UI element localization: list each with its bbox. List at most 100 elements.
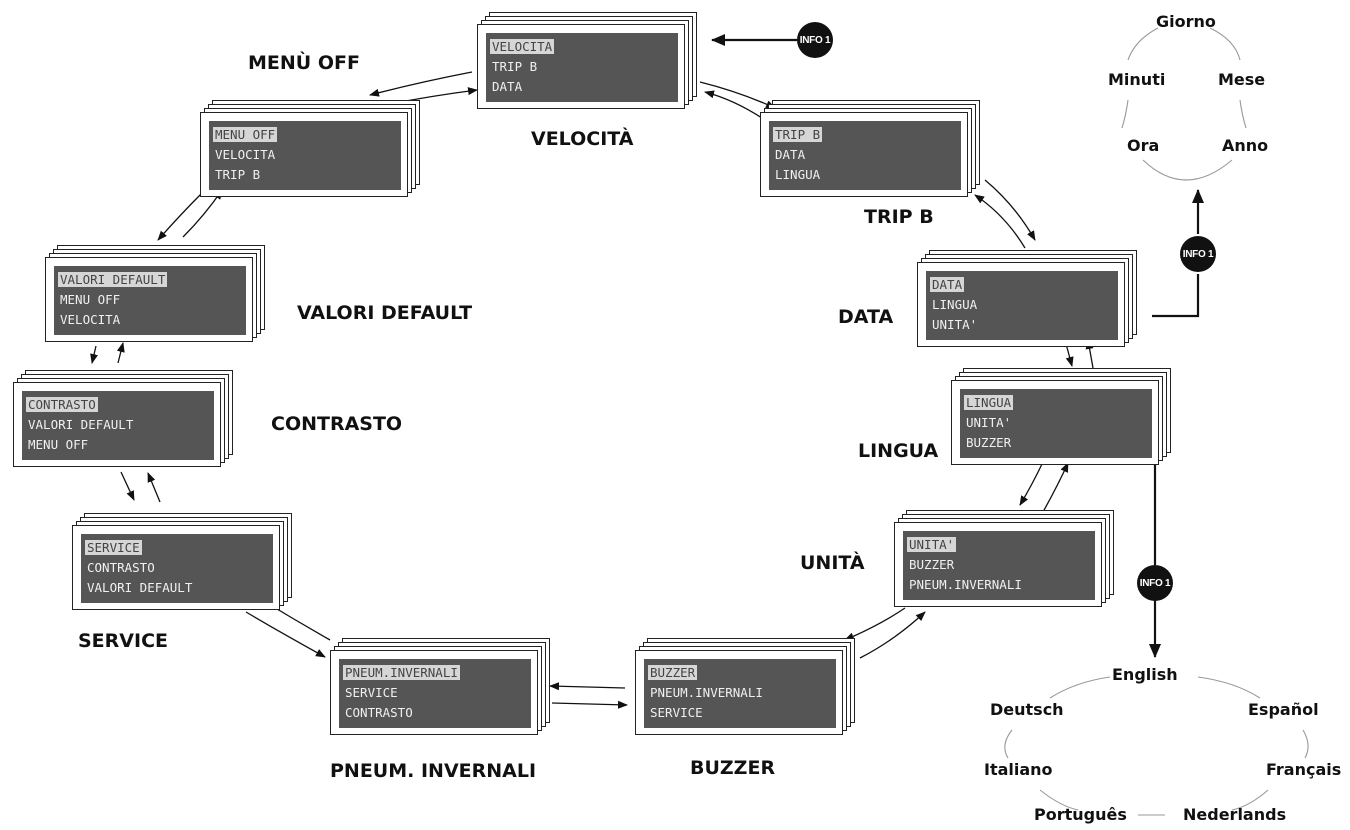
date-item-minuti: Minuti bbox=[1108, 70, 1166, 89]
lcd-row: VELOCITA bbox=[60, 312, 121, 327]
lcd-row-selected: VALORI DEFAULT bbox=[58, 272, 168, 287]
lcd-display: VALORI DEFAULT MENU OFF VELOCITA bbox=[54, 266, 246, 335]
arrow-unita-to-buzzer bbox=[844, 607, 906, 641]
lcd-display: SERVICE CONTRASTO VALORI DEFAULT bbox=[81, 534, 273, 603]
arrow-tripb-to-data bbox=[984, 179, 1036, 241]
lcd-row: CONTRASTO bbox=[345, 705, 413, 720]
language-francais: Français bbox=[1266, 760, 1342, 779]
screen-contrasto: CONTRASTO VALORI DEFAULT MENU OFF bbox=[13, 370, 233, 472]
date-item-giorno: Giorno bbox=[1156, 12, 1216, 31]
title-velocita: VELOCITÀ bbox=[531, 128, 634, 150]
date-cycle-ring bbox=[1121, 27, 1247, 181]
language-english: English bbox=[1112, 665, 1178, 684]
lcd-display: DATA LINGUA UNITA' bbox=[926, 271, 1118, 340]
arrow-valori-to-contrasto bbox=[90, 345, 98, 364]
lcd-row: MENU OFF bbox=[60, 292, 121, 307]
lcd-row-selected: SERVICE bbox=[85, 540, 142, 555]
lcd-display: PNEUM.INVERNALI SERVICE CONTRASTO bbox=[339, 659, 531, 728]
title-pneum-invernali: PNEUM. INVERNALI bbox=[330, 760, 537, 782]
language-deutsch: Deutsch bbox=[990, 700, 1064, 719]
lcd-row: UNITA' bbox=[932, 317, 978, 332]
lcd-row-selected: LINGUA bbox=[964, 395, 1014, 410]
arrow-data-to-datecycle bbox=[1152, 274, 1200, 318]
arrow-contrasto-to-valori bbox=[116, 342, 125, 364]
language-cycle-ring bbox=[1004, 676, 1309, 816]
lcd-row: TRIP B bbox=[215, 167, 261, 182]
arrow-pneum-to-buzzer bbox=[551, 700, 628, 709]
title-contrasto: CONTRASTO bbox=[271, 413, 403, 435]
screen-lingua: LINGUA UNITA' BUZZER bbox=[951, 368, 1171, 470]
arrow-menuoff-to-valori bbox=[157, 191, 204, 241]
screen-pneum-invernali: PNEUM.INVERNALI SERVICE CONTRASTO bbox=[330, 638, 550, 740]
screen-velocita: VELOCITA TRIP B DATA bbox=[477, 12, 697, 114]
lcd-row: SERVICE bbox=[650, 705, 703, 720]
lcd-row-selected: TRIP B bbox=[773, 127, 823, 142]
lcd-row: BUZZER bbox=[966, 435, 1012, 450]
title-valori-default: VALORI DEFAULT bbox=[297, 302, 473, 324]
lcd-display: CONTRASTO VALORI DEFAULT MENU OFF bbox=[22, 391, 214, 460]
lcd-row-selected: DATA bbox=[930, 277, 965, 292]
title-data: DATA bbox=[838, 306, 894, 328]
title-service: SERVICE bbox=[78, 630, 168, 652]
lcd-row: MENU OFF bbox=[28, 437, 89, 452]
lcd-row-selected: CONTRASTO bbox=[26, 397, 98, 412]
lcd-row: VALORI DEFAULT bbox=[28, 417, 134, 432]
title-unita: UNITÀ bbox=[800, 552, 865, 574]
info1-button-top[interactable]: INFO 1 bbox=[797, 22, 833, 58]
title-trip-b: TRIP B bbox=[864, 206, 934, 228]
arrow-service-to-pneum bbox=[245, 611, 326, 658]
arrow-data-to-tripb bbox=[974, 194, 1026, 249]
screen-trip-b: TRIP B DATA LINGUA bbox=[760, 100, 980, 202]
title-menu-off: MENÙ OFF bbox=[248, 52, 360, 74]
lcd-row-selected: MENU OFF bbox=[213, 127, 278, 142]
lcd-display: VELOCITA TRIP B DATA bbox=[486, 33, 678, 102]
info1-button-lingua[interactable]: INFO 1 bbox=[1137, 565, 1173, 601]
date-item-ora: Ora bbox=[1127, 136, 1160, 155]
arrow-tripb-to-velocita bbox=[704, 90, 766, 121]
arrow-contrasto-to-service bbox=[120, 471, 135, 501]
lcd-row-selected: BUZZER bbox=[648, 665, 698, 680]
language-espanol: Español bbox=[1248, 700, 1319, 719]
arrow-service-to-contrasto bbox=[147, 472, 161, 503]
arrow-buzzer-to-unita bbox=[859, 611, 926, 659]
arrow-buzzer-to-pneum bbox=[549, 682, 626, 691]
language-italiano: Italiano bbox=[984, 760, 1053, 779]
language-portugues: Português bbox=[1034, 805, 1127, 824]
date-item-anno: Anno bbox=[1222, 136, 1269, 155]
language-nederlands: Nederlands bbox=[1183, 805, 1287, 824]
lcd-row: PNEUM.INVERNALI bbox=[909, 577, 1022, 592]
info1-button-data[interactable]: INFO 1 bbox=[1180, 236, 1216, 272]
lcd-display: BUZZER PNEUM.INVERNALI SERVICE bbox=[644, 659, 836, 728]
lcd-display: MENU OFF VELOCITA TRIP B bbox=[209, 121, 401, 190]
lcd-row: VELOCITA bbox=[215, 147, 276, 162]
screen-data: DATA LINGUA UNITA' bbox=[917, 250, 1137, 352]
lcd-row: CONTRASTO bbox=[87, 560, 155, 575]
screen-valori-default: VALORI DEFAULT MENU OFF VELOCITA bbox=[45, 245, 265, 347]
lcd-row: PNEUM.INVERNALI bbox=[650, 685, 763, 700]
lcd-row: DATA bbox=[492, 79, 523, 94]
screen-service: SERVICE CONTRASTO VALORI DEFAULT bbox=[72, 513, 292, 615]
lcd-row: LINGUA bbox=[775, 167, 821, 182]
lcd-row: UNITA' bbox=[966, 415, 1012, 430]
screen-buzzer: BUZZER PNEUM.INVERNALI SERVICE bbox=[635, 638, 855, 740]
screen-unita: UNITA' BUZZER PNEUM.INVERNALI bbox=[894, 510, 1114, 612]
lcd-row-selected: PNEUM.INVERNALI bbox=[343, 665, 460, 680]
lcd-row: TRIP B bbox=[492, 59, 538, 74]
lcd-row-selected: UNITA' bbox=[907, 537, 957, 552]
lcd-row-selected: VELOCITA bbox=[490, 39, 555, 54]
arrow-lingua-to-unita bbox=[1019, 461, 1044, 506]
date-item-mese: Mese bbox=[1218, 70, 1266, 89]
lcd-row: BUZZER bbox=[909, 557, 955, 572]
arrow-velocita-to-menuoff bbox=[369, 71, 473, 97]
lcd-row: DATA bbox=[775, 147, 806, 162]
lcd-row: VALORI DEFAULT bbox=[87, 580, 193, 595]
lcd-display: TRIP B DATA LINGUA bbox=[769, 121, 961, 190]
lcd-row: SERVICE bbox=[345, 685, 398, 700]
lcd-display: LINGUA UNITA' BUZZER bbox=[960, 389, 1152, 458]
title-buzzer: BUZZER bbox=[690, 757, 776, 779]
lcd-row: LINGUA bbox=[932, 297, 978, 312]
arrow-unita-to-lingua bbox=[1042, 462, 1069, 513]
title-lingua: LINGUA bbox=[858, 440, 939, 462]
